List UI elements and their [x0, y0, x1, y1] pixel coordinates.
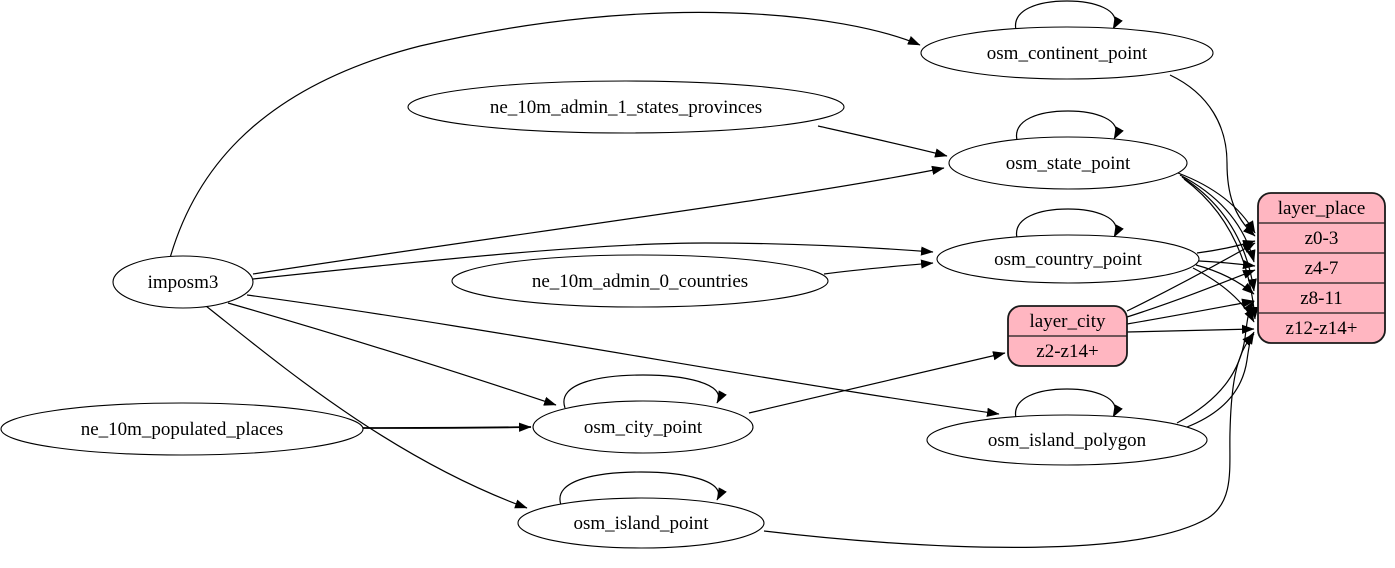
node-osm_island_polygon: osm_island_polygon: [926, 414, 1208, 466]
edge-ne_10m_admin_0_countries-to-osm_country_point: [823, 259, 934, 275]
record-title-layer_place: layer_place: [1278, 198, 1366, 219]
edge-osm_island_polygon-to-osm_island_polygon: [1014, 388, 1123, 423]
node-ellipse-osm_island_polygon: [926, 414, 1208, 466]
edge-osm_country_point-to-layer_place-z0-3: [1196, 239, 1256, 254]
node-osm_country_point: osm_country_point: [936, 234, 1200, 284]
node-osm_island_point: osm_island_point: [517, 497, 765, 549]
node-ellipse-osm_state_point: [948, 136, 1188, 190]
record-layer_place: layer_place z0-3 z4-7 z8-11 z12-z14+: [1257, 192, 1386, 344]
node-ellipse-ne_10m_populated_places: [0, 402, 364, 456]
edge-layer_city-to-layer_place-z12-z14+: [1126, 324, 1255, 334]
edge-osm_island_point-to-layer_place-z12-z14+: [763, 333, 1255, 548]
node-ellipse-ne_10m_admin_0_countries: [451, 254, 829, 308]
node-label-imposm3: imposm3: [148, 272, 219, 293]
edge-imposm3-to-osm_country_point: [252, 242, 934, 280]
node-label-ne_10m_admin_1_states_provinces: ne_10m_admin_1_states_provinces: [490, 97, 762, 118]
edge-imposm3-to-osm_island_point: [205, 305, 528, 509]
node-osm_state_point: osm_state_point: [948, 136, 1188, 190]
edge-osm_city_point-to-osm_city_point: [563, 374, 727, 409]
edge-osm_city_point-to-layer_city-z2-z14+: [748, 351, 1006, 414]
edge-osm_state_point-to-osm_state_point: [1015, 110, 1124, 145]
node-ellipse-osm_city_point: [532, 400, 754, 454]
node-ellipse-ne_10m_admin_1_states_provinces: [407, 80, 845, 134]
edge-osm_continent_point-to-layer_place-z0-3: [1169, 74, 1256, 237]
edge-ne_10m_admin_1_states_provinces-to-osm_state_point: [817, 125, 948, 158]
node-label-ne_10m_admin_0_countries: ne_10m_admin_0_countries: [532, 271, 748, 292]
node-osm_continent_point: osm_continent_point: [920, 26, 1214, 80]
node-ne_10m_admin_0_countries: ne_10m_admin_0_countries: [451, 254, 829, 308]
record-row-layer_place-z4-7: z4-7: [1305, 258, 1339, 279]
node-ne_10m_admin_1_states_provinces: ne_10m_admin_1_states_provinces: [407, 80, 845, 134]
node-osm_city_point: osm_city_point: [532, 400, 754, 454]
edge-osm_state_point-to-layer_place-z0-3: [1177, 172, 1256, 234]
edge-osm_island_point-to-osm_island_point: [559, 471, 727, 506]
node-label-osm_island_polygon: osm_island_polygon: [988, 430, 1147, 451]
node-label-osm_continent_point: osm_continent_point: [987, 43, 1148, 64]
node-label-ne_10m_populated_places: ne_10m_populated_places: [81, 419, 284, 440]
node-imposm3: imposm3: [112, 255, 254, 309]
edge-imposm3-to-osm_continent_point: [169, 11, 921, 259]
node-ellipse-osm_continent_point: [920, 26, 1214, 80]
edge-osm_island_polygon-to-layer_place-z8-11: [1176, 300, 1255, 424]
edge-osm_country_point-to-layer_place-z8-11: [1195, 264, 1255, 295]
record-box-layer_place: [1257, 192, 1386, 344]
record-layer_city: layer_city z2-z14+: [1007, 305, 1128, 367]
node-label-osm_city_point: osm_city_point: [584, 417, 703, 438]
node-ne_10m_populated_places: ne_10m_populated_places: [0, 402, 364, 456]
record-title-layer_city: layer_city: [1030, 311, 1106, 332]
node-ellipse-osm_country_point: [936, 234, 1200, 284]
edge-imposm3-to-osm_city_point: [227, 302, 557, 406]
node-ellipse-osm_island_point: [517, 497, 765, 549]
edge-osm_country_point-to-layer_place-z12-z14+: [1192, 267, 1255, 323]
edge-imposm3-to-osm_state_point: [252, 165, 945, 275]
record-row-layer_place-z12-z14+: z12-z14+: [1286, 318, 1358, 339]
record-row-layer_city-z2-z14+: z2-z14+: [1036, 341, 1098, 362]
edge-layer_city-to-layer_place-z8-11: [1126, 298, 1255, 325]
node-ellipse-imposm3: [112, 255, 254, 309]
record-row-layer_place-z8-11: z8-11: [1300, 288, 1343, 309]
edge-layer_city-to-layer_place-z4-7: [1126, 269, 1256, 318]
node-label-osm_state_point: osm_state_point: [1006, 153, 1131, 174]
edge-osm_country_point-to-osm_country_point: [1015, 208, 1124, 243]
edge-ne_10m_populated_places-to-osm_city_point: [362, 422, 532, 432]
edge-osm_continent_point-to-osm_continent_point: [1014, 0, 1123, 35]
node-label-osm_island_point: osm_island_point: [573, 513, 709, 534]
record-row-layer_place-z0-3: z0-3: [1305, 228, 1339, 249]
edge-layer_city-to-layer_place-z0-3: [1126, 242, 1256, 312]
node-label-osm_country_point: osm_country_point: [994, 249, 1142, 270]
edge-imposm3-to-osm_island_polygon: [246, 294, 1000, 417]
edge-osm_country_point-to-layer_place-z4-7: [1198, 259, 1256, 270]
